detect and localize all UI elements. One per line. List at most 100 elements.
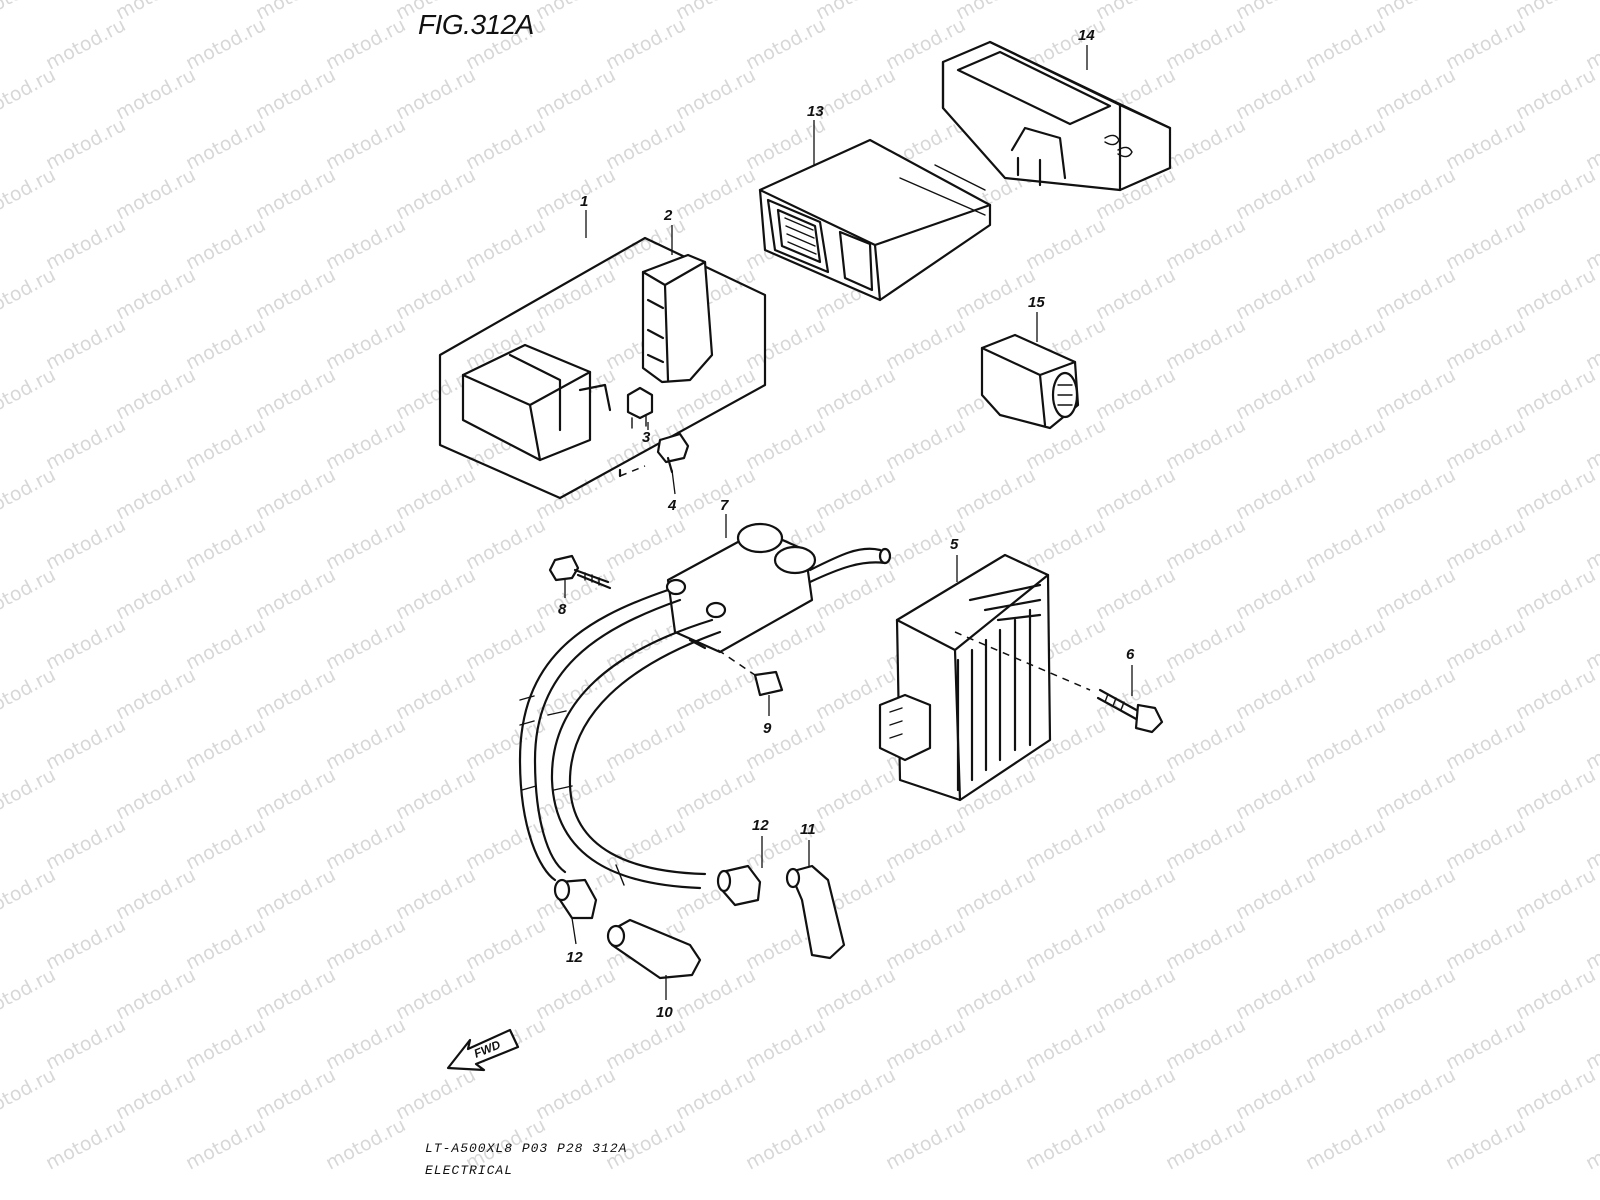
watermark-text: motod.ru — [182, 914, 269, 974]
watermark-text: motod.ru — [1302, 814, 1389, 874]
part-13-ecm[interactable] — [758, 138, 992, 302]
callout-4: 4 — [667, 497, 677, 514]
part-10-plug-cap[interactable] — [606, 918, 702, 980]
watermark-text: motod.ru — [1232, 664, 1319, 724]
part-15-connector[interactable] — [980, 333, 1080, 430]
part-4-bolt[interactable] — [618, 432, 690, 478]
watermark-text: motod.ru — [392, 464, 479, 524]
watermark-text: motod.ru — [0, 964, 59, 1024]
part-5-regulator[interactable] — [878, 553, 1091, 802]
watermark-text: motod.ru — [742, 1014, 829, 1074]
watermark-text: motod.ru — [112, 1064, 199, 1124]
watermark-text: motod.ru — [1512, 264, 1599, 324]
watermark-text: motod.ru — [392, 964, 479, 1024]
part-2-fuse-box[interactable] — [641, 253, 714, 384]
watermark-text: motod.ru — [1162, 414, 1249, 474]
watermark-text: motod.ru — [1162, 714, 1249, 774]
callout-13: 13 — [807, 103, 824, 120]
watermark-text: motod.ru — [182, 214, 269, 274]
watermark-text: motod.ru — [0, 0, 59, 24]
watermark-text: motod.ru — [1232, 364, 1319, 424]
watermark-text: motod.ru — [1092, 964, 1179, 1024]
part-11-plug-cap[interactable] — [785, 864, 846, 960]
watermark-text: motod.ru — [602, 514, 689, 574]
watermark-text: motod.ru — [112, 364, 199, 424]
watermark-text: motod.ru — [252, 164, 339, 224]
watermark-text: motod.ru — [1442, 614, 1529, 674]
watermark-text: motod.ru — [1442, 514, 1529, 574]
watermark-text: motod.ru — [672, 664, 759, 724]
watermark-text: motod.ru — [672, 0, 759, 24]
watermark-text: motod.ru — [812, 364, 899, 424]
watermark-text: motod.ru — [1162, 814, 1249, 874]
watermark-text: motod.ru — [1162, 614, 1249, 674]
watermark-text: motod.ru — [392, 664, 479, 724]
watermark-text: motod.ru — [182, 514, 269, 574]
watermark-text: motod.ru — [1092, 464, 1179, 524]
watermark-text: motod.ru — [392, 64, 479, 124]
watermark-text: motod.ru — [882, 914, 969, 974]
watermark-text: motod.ru — [742, 714, 829, 774]
watermark-text: motod.ru — [1162, 1114, 1249, 1174]
part-8-bolt[interactable] — [548, 554, 612, 590]
high-tension-leads[interactable] — [518, 588, 722, 890]
watermark-text: motod.ru — [252, 1064, 339, 1124]
watermark-text: motod.ru — [1302, 114, 1389, 174]
watermark-text: motod.ru — [0, 64, 59, 124]
watermark-text: motod.ru — [1232, 64, 1319, 124]
watermark-text: motod.ru — [1372, 964, 1459, 1024]
watermark-text: motod.ru — [1092, 364, 1179, 424]
watermark-text: motod.ru — [42, 914, 129, 974]
watermark-text: motod.ru — [322, 614, 409, 674]
watermark-text: motod.ru — [462, 614, 549, 674]
callout-1: 1 — [580, 193, 588, 210]
watermark-text: motod.ru — [1302, 714, 1389, 774]
watermark-text: motod.ru — [672, 1064, 759, 1124]
part-9-collar[interactable] — [717, 649, 784, 697]
watermark-text: motod.ru — [1092, 664, 1179, 724]
watermark-text: motod.ru — [1372, 264, 1459, 324]
watermark-text: motod.ru — [322, 14, 409, 74]
part-12-cap-left[interactable] — [553, 878, 598, 920]
watermark-text: motod.ru — [1232, 264, 1319, 324]
watermark-text: motod.ru — [112, 564, 199, 624]
watermark-text: motod.ru — [42, 114, 129, 174]
watermark-text: motod.ru — [252, 364, 339, 424]
watermark-text: motod.ru — [0, 564, 59, 624]
part-1-relay-assembly[interactable] — [438, 236, 767, 500]
watermark-text: motod.ru — [1302, 614, 1389, 674]
watermark-text: motod.ru — [742, 14, 829, 74]
watermark-text: motod.ru — [1442, 914, 1529, 974]
watermark-text: motod.ru — [532, 964, 619, 1024]
watermark-text: motod.ru — [1302, 14, 1389, 74]
watermark-text: motod.ru — [602, 1014, 689, 1074]
watermark-text: motod.ru — [0, 664, 59, 724]
watermark-text: motod.ru — [322, 214, 409, 274]
watermark-text: motod.ru — [1092, 764, 1179, 824]
part-12-cap-right[interactable] — [716, 864, 762, 907]
watermark-text: motod.ru — [252, 64, 339, 124]
watermark-text: motod.ru — [1232, 564, 1319, 624]
watermark-text: motod.ru — [0, 864, 59, 924]
watermark-text: motod.ru — [1092, 864, 1179, 924]
watermark-text: motod.ru — [252, 864, 339, 924]
watermark-text: motod.ru — [1372, 764, 1459, 824]
watermark-text: motod.ru — [0, 264, 59, 324]
watermark-text: motod.ru — [182, 614, 269, 674]
watermark-text: motod.ru — [112, 764, 199, 824]
watermark-text: motod.ru — [882, 1014, 969, 1074]
part-3-fuse[interactable] — [626, 386, 654, 429]
watermark-text: motod.ru — [952, 264, 1039, 324]
part-14-cover[interactable] — [941, 40, 1172, 192]
watermark-text: motod.ru — [392, 164, 479, 224]
callout-5: 5 — [950, 536, 959, 553]
part-6-bolt[interactable] — [1096, 688, 1164, 734]
footer-model-code: LT-A500XL8 P03 P28 312A — [425, 1141, 627, 1156]
watermark-text: motod.ru — [1372, 564, 1459, 624]
watermark-text: motod.ru — [952, 0, 1039, 24]
watermark-text: motod.ru — [112, 0, 199, 24]
watermark-text: motod.ru — [42, 614, 129, 674]
watermark-text: motod.ru — [1232, 764, 1319, 824]
watermark-text: motod.ru — [42, 714, 129, 774]
watermark-text: motod.ru — [42, 314, 129, 374]
